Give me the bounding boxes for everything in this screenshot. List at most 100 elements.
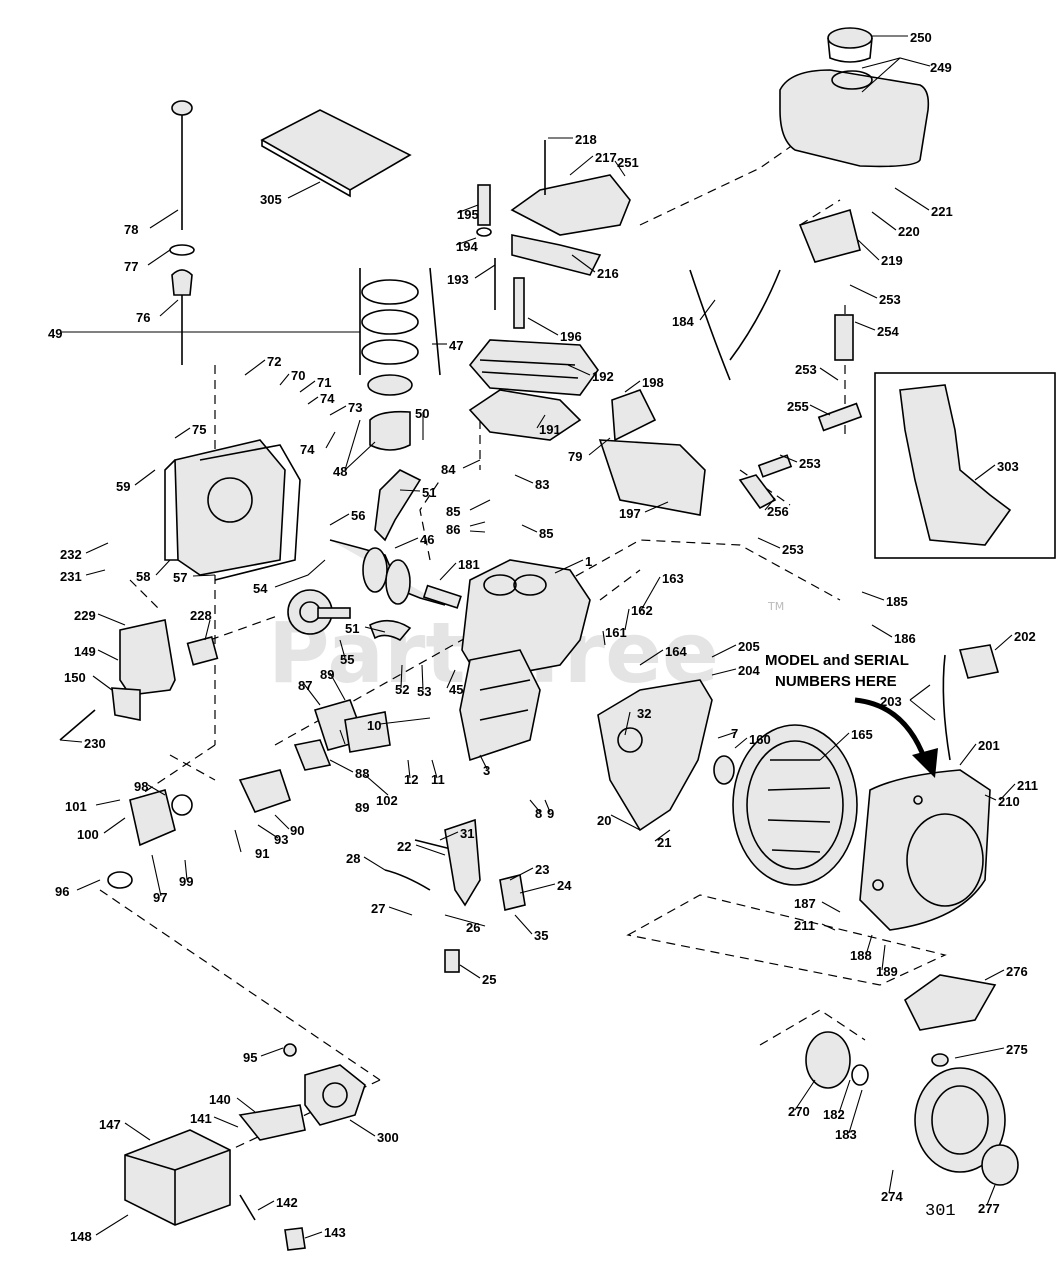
callout-305: 305 <box>260 192 282 207</box>
callout-24: 24 <box>557 878 572 893</box>
callout-53: 53 <box>417 684 431 699</box>
callout-193: 193 <box>447 272 469 287</box>
callout-211: 211 <box>794 918 815 933</box>
callout-45: 45 <box>449 682 463 697</box>
callout-204: 204 <box>738 663 760 678</box>
callout-95: 95 <box>243 1050 257 1065</box>
part-cylinder-head-bracket <box>510 140 631 276</box>
callout-188: 188 <box>850 948 872 963</box>
callout-148: 148 <box>70 1229 92 1244</box>
callout-219: 219 <box>881 253 903 268</box>
callout-7: 7 <box>731 726 738 741</box>
callout-100: 100 <box>77 827 99 842</box>
part-muffler-bracket <box>59 687 141 741</box>
callout-101: 101 <box>65 799 87 814</box>
callout-140: 140 <box>209 1092 231 1107</box>
callout-3: 3 <box>483 763 490 778</box>
callout-20: 20 <box>597 813 611 828</box>
part-head-gasket <box>468 389 582 441</box>
callout-276: 276 <box>1006 964 1028 979</box>
callout-192: 192 <box>592 369 614 384</box>
callout-185: 185 <box>886 594 908 609</box>
callout-73: 73 <box>348 400 362 415</box>
callout-102: 102 <box>376 793 398 808</box>
callout-211: 211 <box>1017 778 1038 793</box>
part-governor-linkage <box>384 818 526 973</box>
callout-76: 76 <box>136 310 150 325</box>
part-choke-knob <box>239 1194 306 1251</box>
callout-191: 191 <box>539 422 561 437</box>
model-note-line-2: NUMBERS HERE <box>775 673 897 690</box>
callout-142: 142 <box>276 1195 298 1210</box>
callout-221: 221 <box>931 204 953 219</box>
callout-150: 150 <box>64 670 86 685</box>
part-spark-plug <box>513 277 525 329</box>
part-piston <box>367 374 413 451</box>
part-air-cleaner-cover <box>124 1129 231 1226</box>
callout-50: 50 <box>415 406 429 421</box>
callout-149: 149 <box>74 644 96 659</box>
callout-164: 164 <box>665 644 687 659</box>
callout-303: 303 <box>997 459 1019 474</box>
callout-57: 57 <box>173 570 187 585</box>
callout-253: 253 <box>879 292 901 307</box>
callout-99: 99 <box>179 874 193 889</box>
callout-91: 91 <box>255 846 269 861</box>
part-breather-assembly <box>238 699 391 813</box>
callout-74: 74 <box>320 391 335 406</box>
callout-160: 160 <box>749 732 771 747</box>
callout-70: 70 <box>291 368 305 383</box>
part-dipstick <box>169 100 195 365</box>
callout-12: 12 <box>404 772 418 787</box>
callout-87: 87 <box>298 678 312 693</box>
callout-186: 186 <box>894 631 916 646</box>
callout-143: 143 <box>324 1225 346 1240</box>
callout-147: 147 <box>99 1117 121 1132</box>
part-recoil-starter <box>805 974 1019 1186</box>
callout-71: 71 <box>317 375 331 390</box>
callout-230: 230 <box>84 736 106 751</box>
watermark-trademark: TM <box>767 600 784 613</box>
callout-84: 84 <box>441 462 456 477</box>
part-bolts-head <box>476 184 496 310</box>
callout-162: 162 <box>631 603 653 618</box>
callout-249: 249 <box>930 60 952 75</box>
part-flywheel <box>713 724 858 886</box>
callout-253: 253 <box>782 542 804 557</box>
part-muffler <box>119 619 219 696</box>
callout-181: 181 <box>458 557 480 572</box>
callout-54: 54 <box>253 581 268 596</box>
callout-251: 251 <box>617 155 639 170</box>
callout-56: 56 <box>351 508 365 523</box>
part-crankshaft <box>329 539 462 609</box>
callout-leaders <box>59 35 1016 1239</box>
callout-96: 96 <box>55 884 69 899</box>
callout-277: 277 <box>978 1201 1000 1216</box>
callout-86: 86 <box>446 522 460 537</box>
callout-9: 9 <box>547 806 554 821</box>
callout-90: 90 <box>290 823 304 838</box>
part-cylinder-block <box>459 559 591 762</box>
part-crankcase-cover <box>164 439 286 576</box>
callout-75: 75 <box>192 422 206 437</box>
callout-189: 189 <box>876 964 898 979</box>
model-note-line-1: MODEL and SERIAL <box>765 652 909 669</box>
part-gasket-cover <box>199 444 301 581</box>
callout-229: 229 <box>74 608 96 623</box>
callout-218: 218 <box>575 132 597 147</box>
part-fuel-line-assembly <box>689 208 863 510</box>
callout-217: 217 <box>595 150 617 165</box>
part-owners-manual <box>260 109 412 198</box>
callout-274: 274 <box>881 1189 903 1204</box>
callout-49: 49 <box>48 326 62 341</box>
callout-201: 201 <box>978 738 1000 753</box>
callout-255: 255 <box>787 399 809 414</box>
callout-253: 253 <box>795 362 817 377</box>
callout-8: 8 <box>535 806 542 821</box>
callout-78: 78 <box>124 222 138 237</box>
callout-141: 141 <box>190 1111 212 1126</box>
callout-198: 198 <box>642 375 664 390</box>
callout-97: 97 <box>153 890 167 905</box>
